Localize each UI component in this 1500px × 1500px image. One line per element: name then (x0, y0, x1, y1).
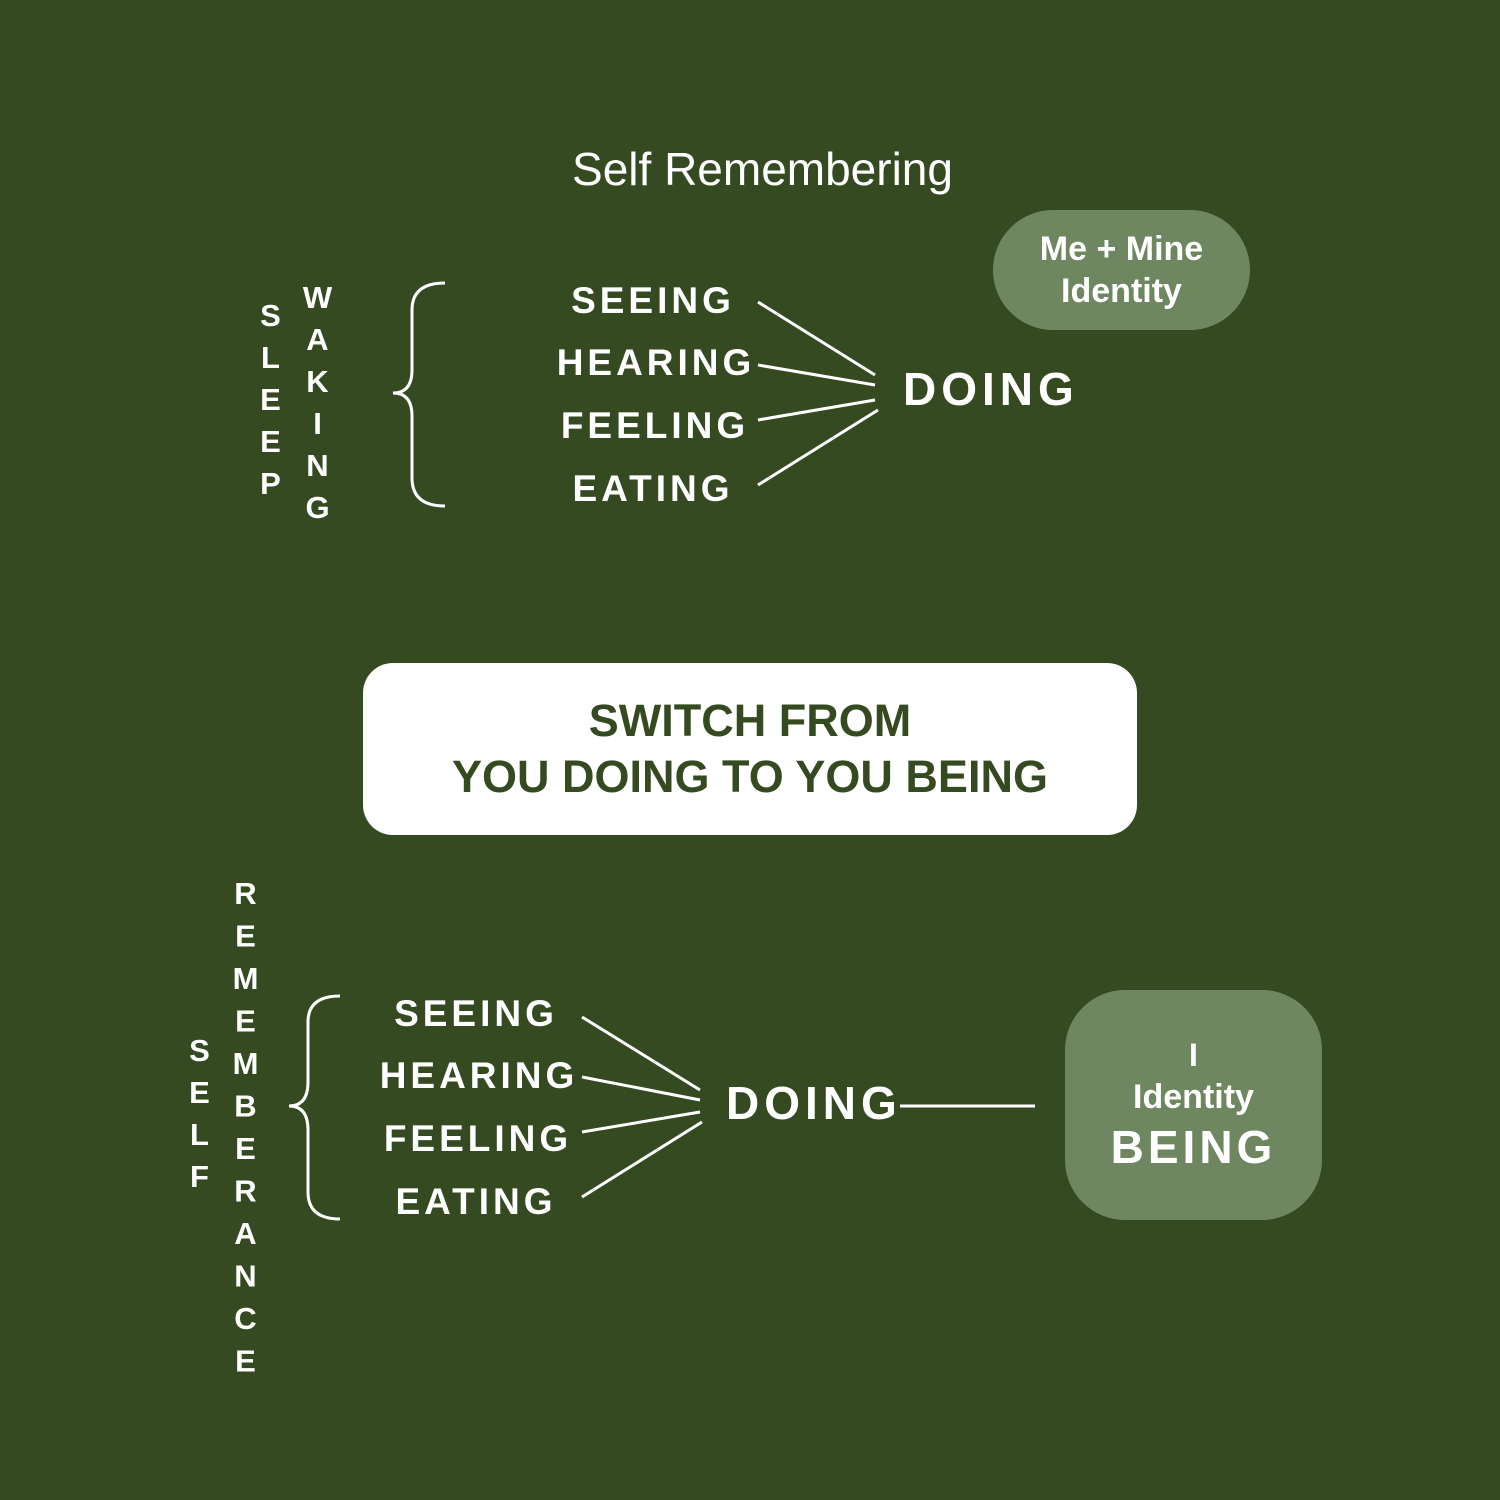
bottom-line-seeing (581, 1015, 701, 1092)
switch-line-1: SWITCH FROM (588, 695, 912, 746)
vertical-label-rememberance: REMEMBERANCE (228, 876, 263, 1386)
top-sense-feeling: FEELING (560, 405, 750, 446)
vertical-label-waking: WAKING (300, 280, 335, 532)
i-identity-being-badge: I Identity BEING (1065, 990, 1322, 1220)
badge-being: BEING (1110, 1121, 1277, 1173)
badge-identity: Identity (1133, 1078, 1254, 1116)
vertical-label-sleep: SLEEP (253, 298, 288, 508)
badge-i: I (1189, 1037, 1198, 1073)
top-sense-seeing: SEEING (571, 280, 735, 321)
bottom-doing-label: DOING (726, 1077, 902, 1129)
bottom-brace (288, 994, 341, 1221)
top-doing-label: DOING (903, 363, 1079, 415)
top-line-eating (757, 408, 879, 487)
bottom-sense-seeing: SEEING (394, 993, 558, 1034)
top-sense-hearing: HEARING (556, 342, 756, 383)
bottom-sense-eating: EATING (395, 1181, 557, 1222)
diagram-title: Self Remembering (572, 143, 953, 195)
badge-line-1: Me + Mine (1039, 230, 1204, 268)
bottom-sense-hearing: HEARING (379, 1055, 579, 1096)
top-sense-eating: EATING (572, 468, 734, 509)
switch-banner: SWITCH FROM YOU DOING TO YOU BEING (363, 663, 1137, 835)
badge-line-2: Identity (1061, 272, 1182, 310)
top-brace (392, 281, 446, 508)
vertical-label-self: SELF (182, 1033, 217, 1201)
switch-line-2: YOU DOING TO YOU BEING (452, 751, 1048, 802)
bottom-line-feeling (581, 1110, 701, 1134)
top-line-hearing (757, 363, 876, 387)
top-line-feeling (757, 398, 876, 422)
bottom-line-hearing (581, 1075, 701, 1102)
bottom-line-eating (581, 1120, 703, 1199)
bottom-sense-feeling: FEELING (383, 1118, 573, 1159)
me-mine-identity-badge: Me + Mine Identity (993, 210, 1250, 330)
top-line-seeing (757, 300, 876, 377)
